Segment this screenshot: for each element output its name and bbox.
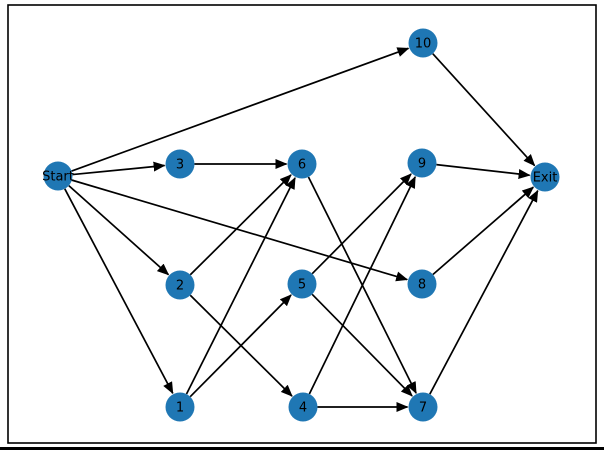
- node-3: [165, 149, 195, 179]
- node-label-5: 5: [298, 278, 306, 293]
- node-label-Start: Start: [42, 170, 74, 185]
- node-label-9: 9: [418, 157, 426, 172]
- edge-6-7: [307, 176, 417, 395]
- node-Exit: [530, 162, 560, 192]
- node-Start: [43, 161, 73, 191]
- edge-1-5: [189, 294, 292, 398]
- node-label-7: 7: [419, 401, 427, 416]
- node-5: [287, 269, 317, 299]
- node-10: [408, 28, 438, 58]
- node-label-1: 1: [176, 401, 184, 416]
- node-label-8: 8: [418, 278, 426, 293]
- edge-1-6: [185, 176, 296, 395]
- node-label-Exit: Exit: [533, 171, 558, 186]
- node-9: [407, 148, 437, 178]
- node-label-2: 2: [176, 279, 184, 294]
- node-label-3: 3: [176, 158, 184, 173]
- edge-5-9: [311, 173, 412, 275]
- edge-Start-1: [64, 188, 174, 395]
- edge-2-6: [189, 174, 292, 276]
- node-1: [165, 392, 195, 422]
- axes-frame: [0, 4, 604, 450]
- bottom-rule: [0, 447, 604, 450]
- edge-10-Exit: [432, 53, 536, 167]
- node-4: [288, 392, 318, 422]
- node-2: [165, 270, 195, 300]
- edge-7-Exit: [429, 189, 539, 395]
- node-label-4: 4: [299, 401, 307, 416]
- edge-layer: [64, 47, 539, 412]
- node-label-10: 10: [415, 37, 432, 52]
- node-label-6: 6: [298, 158, 306, 173]
- edge-5-7: [311, 293, 413, 397]
- edge-9-Exit: [436, 163, 531, 179]
- node-6: [287, 149, 317, 179]
- axes-border: [7, 4, 597, 444]
- edge-8-Exit: [432, 186, 535, 276]
- edge-Start-10: [71, 47, 410, 172]
- node-7: [408, 392, 438, 422]
- edge-Start-3: [72, 161, 166, 176]
- edge-Start-2: [68, 185, 170, 276]
- node-8: [407, 269, 437, 299]
